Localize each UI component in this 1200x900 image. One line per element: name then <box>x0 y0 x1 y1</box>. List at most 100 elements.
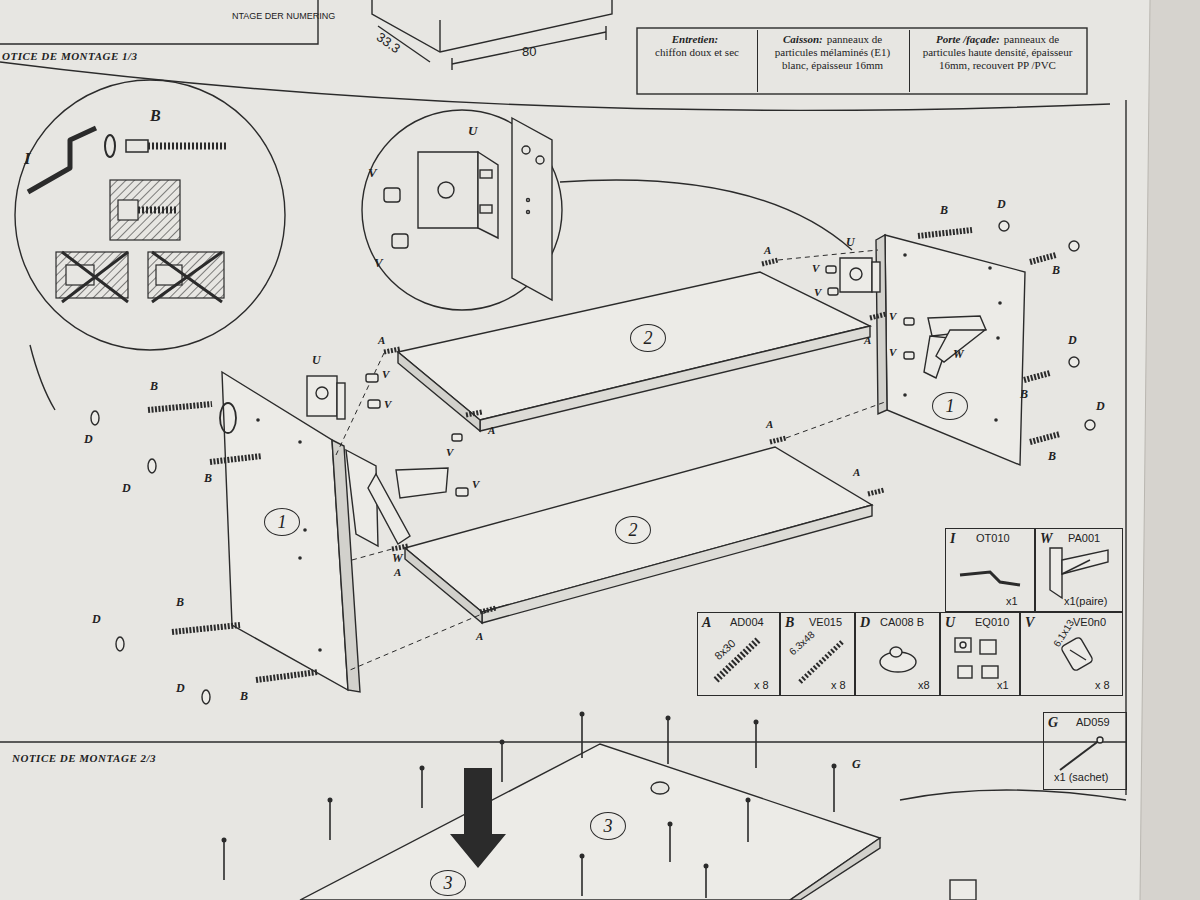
info-cell: Caisson:panneaux de particules mélaminés… <box>757 30 907 92</box>
part-label: D <box>84 433 93 446</box>
part-label: D <box>997 198 1006 211</box>
part-label: B <box>1020 388 1028 401</box>
dimension-label: 80 <box>522 45 536 59</box>
part-label: B <box>204 472 212 485</box>
parts-table-cell: I OT010 x1 <box>945 528 1035 612</box>
part-label: A <box>766 418 773 430</box>
part-label: V <box>812 262 819 274</box>
parts-table-cell: A AD004 8x30 x 8 <box>697 612 780 696</box>
part-size: 6.3x48 <box>787 629 817 657</box>
info-heading: Caisson: <box>783 33 823 45</box>
part-label: A <box>488 424 495 436</box>
callout-number: 3 <box>444 874 453 892</box>
part-label: D <box>1096 400 1105 413</box>
part-label: V <box>889 346 896 358</box>
part-quantity: x1(paire) <box>1064 595 1107 607</box>
parts-table-cell: V VE0n06.1x13 x 8 <box>1020 612 1123 696</box>
callout-number: 2 <box>629 521 638 539</box>
part-label: V <box>472 478 479 490</box>
part-label: U <box>468 124 477 138</box>
part-label: B <box>150 380 158 393</box>
part-label: I <box>24 150 31 169</box>
part-label: V <box>889 310 896 322</box>
parts-table-cell: BVE0156.3x48x 8 <box>780 612 855 696</box>
info-heading: Entretien: <box>643 33 747 46</box>
info-heading: Porte /façade: <box>936 33 1000 45</box>
part-label: A <box>476 630 483 642</box>
callout-circle: 3 <box>590 812 626 840</box>
callout-circle: 1 <box>264 508 300 536</box>
part-quantity: x 8 <box>1095 679 1110 691</box>
info-cell: Porte /façade:panneaux de particules hau… <box>909 30 1085 92</box>
part-size: 8x30 <box>712 637 738 662</box>
part-label: V <box>384 398 391 410</box>
part-letter: W <box>1040 531 1052 546</box>
info-text: chiffon doux et sec <box>655 46 739 58</box>
part-label: A <box>864 334 871 346</box>
part-label: B <box>240 690 248 703</box>
part-code: VE015 <box>809 616 842 628</box>
part-label: D <box>92 613 101 626</box>
part-label: B <box>150 107 161 125</box>
part-code: EQ010 <box>975 616 1009 628</box>
parts-table-cell: W PA001 x1(paire) <box>1035 528 1123 612</box>
callout-circle: 2 <box>615 516 651 544</box>
part-code: PA001 <box>1068 532 1100 544</box>
callout-number: 1 <box>946 397 955 415</box>
parts-table-cell: G AD059 x1 (sachet) <box>1043 712 1127 790</box>
part-label: U <box>312 354 321 367</box>
section-heading: NOTICE DE MONTAGE 2/3 <box>12 752 156 764</box>
part-label: A <box>378 334 385 346</box>
part-code: OT010 <box>976 532 1010 544</box>
part-size: 6.1x13 <box>1051 618 1076 649</box>
callout-circle: 3 <box>430 870 466 896</box>
parts-table-cell: D CA008 B x8 <box>855 612 940 696</box>
part-code: AD004 <box>730 616 764 628</box>
part-quantity: x1 <box>1006 595 1018 607</box>
part-letter: A <box>702 615 711 630</box>
callout-number: 1 <box>278 513 287 531</box>
part-letter: I <box>950 531 955 546</box>
part-label: G <box>852 758 861 771</box>
part-label: A <box>853 466 860 478</box>
part-quantity: x1 (sachet) <box>1054 771 1108 783</box>
part-label: B <box>176 596 184 609</box>
part-code: CA008 B <box>880 616 924 628</box>
part-label: U <box>846 236 855 249</box>
part-label: V <box>446 446 453 458</box>
part-letter: G <box>1048 715 1058 730</box>
callout-number: 3 <box>604 817 613 835</box>
part-code: AD059 <box>1076 716 1110 728</box>
dimension-label: 33.3 <box>374 30 403 56</box>
part-letter: D <box>860 615 870 630</box>
part-label: D <box>176 682 185 695</box>
callout-number: 2 <box>644 329 653 347</box>
dimension-label: NTAGE DER NUMERING <box>232 12 335 22</box>
part-quantity: x 8 <box>754 679 769 691</box>
part-label: D <box>122 482 131 495</box>
part-label: V <box>382 368 389 380</box>
part-label: B <box>1048 450 1056 463</box>
part-label: W <box>953 348 964 361</box>
callout-circle: 1 <box>932 392 968 420</box>
part-label: V <box>374 256 383 270</box>
parts-table-cell: U EQ010 x1 <box>940 612 1020 696</box>
section-heading: OTICE DE MONTAGE 1/3 <box>2 50 138 62</box>
part-letter: U <box>945 615 955 630</box>
info-cell: Entretien:chiffon doux et sec <box>639 30 755 92</box>
part-quantity: x8 <box>918 679 930 691</box>
part-label: W <box>392 552 403 565</box>
part-label: V <box>814 286 821 298</box>
part-label: A <box>764 244 771 256</box>
part-quantity: x1 <box>997 679 1009 691</box>
part-label: B <box>940 204 948 217</box>
part-code: VE0n0 <box>1073 616 1106 628</box>
part-label: D <box>1068 334 1077 347</box>
callout-circle: 2 <box>630 324 666 352</box>
part-label: B <box>1052 264 1060 277</box>
part-letter: B <box>785 615 794 630</box>
part-label: A <box>394 566 401 578</box>
part-letter: V <box>1025 615 1034 630</box>
part-label: V <box>368 166 377 180</box>
